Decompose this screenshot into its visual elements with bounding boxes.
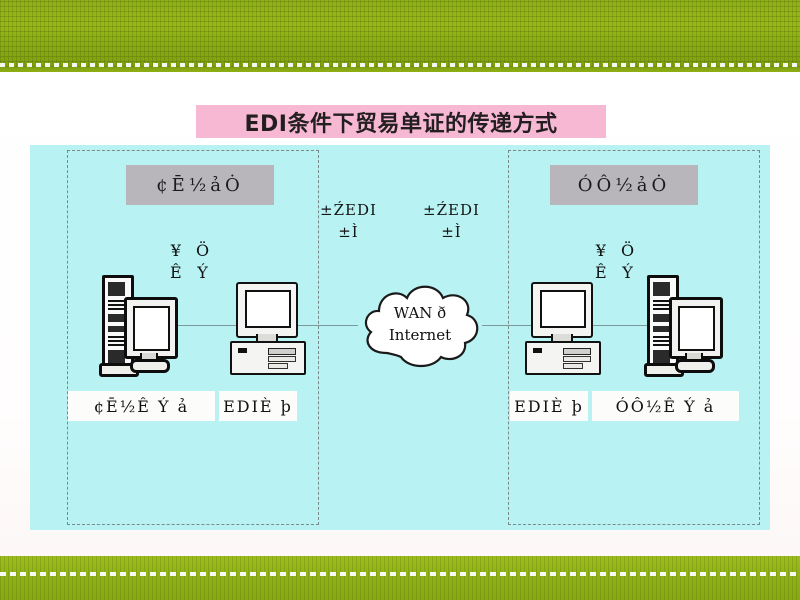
bottom-decorative-band bbox=[0, 556, 800, 600]
caption-chip-left-secondary: EDIÈ þ bbox=[219, 391, 297, 421]
cloud-label-line1: WAN ð bbox=[393, 303, 447, 322]
zone-header-label-right: ÓÔ½ảȮ bbox=[577, 174, 671, 196]
caption-chip-left-primary: ¢Ē½Ê Ý ả bbox=[68, 391, 215, 421]
desktop-monitor-right bbox=[531, 282, 593, 338]
base-indicator bbox=[533, 348, 542, 353]
network-cloud-label: WAN ð Internet bbox=[353, 275, 487, 373]
server-tower-left bbox=[99, 275, 178, 377]
vlabel-left-b-1: Ý bbox=[197, 262, 208, 282]
tower-bay bbox=[108, 314, 125, 322]
flat-monitor-right bbox=[669, 297, 723, 359]
monitor-neck bbox=[256, 334, 278, 341]
zone-box-left bbox=[67, 150, 319, 525]
monitor-foot bbox=[130, 359, 170, 373]
link-line-right-cloud bbox=[482, 325, 540, 326]
link-line-left-inner bbox=[140, 325, 300, 326]
drive-slot bbox=[563, 356, 591, 362]
caption-left-primary-text: ¢Ē½Ê Ý ả bbox=[93, 396, 190, 416]
edi-caption-right-line2: ±Ì bbox=[441, 222, 462, 241]
monitor-screen bbox=[678, 306, 715, 351]
server-tower-right bbox=[644, 275, 723, 377]
drive-slot bbox=[563, 348, 591, 355]
vlabel-right-b-0: Ö bbox=[621, 241, 635, 260]
bottom-band-stitch-line bbox=[0, 572, 800, 576]
vertical-label-right-a: ¥ Ê bbox=[595, 240, 607, 283]
desktop-monitor-left bbox=[236, 282, 298, 338]
vertical-label-left-a: ¥ Ê bbox=[170, 240, 182, 283]
edi-caption-left-line1: ±ŹEDI bbox=[320, 201, 377, 219]
tower-bay bbox=[108, 326, 125, 332]
vlabel-left-a-0: ¥ bbox=[170, 241, 181, 260]
zone-box-right bbox=[508, 150, 760, 525]
desktop-computer-right bbox=[525, 282, 601, 375]
tower-bay bbox=[653, 314, 670, 322]
edi-caption-right-line1: ±ŹEDI bbox=[423, 201, 480, 219]
network-cloud-icon bbox=[364, 285, 479, 368]
edi-caption-left-line2: ±Ì bbox=[338, 222, 359, 241]
zone-header-plate-left: ¢Ē½ảȮ bbox=[126, 165, 274, 205]
tower-bay bbox=[108, 350, 125, 364]
caption-right-secondary-text: EDIÈ þ bbox=[514, 396, 584, 416]
drive-slot bbox=[268, 356, 296, 362]
monitor-screen bbox=[540, 290, 586, 328]
caption-chip-right-secondary: EDIÈ þ bbox=[510, 391, 588, 421]
vlabel-right-b-1: Ý bbox=[622, 262, 633, 282]
drive-slot bbox=[268, 363, 288, 369]
vlabel-left-b-0: Ö bbox=[196, 241, 210, 260]
cloud-label-line2: Internet bbox=[388, 326, 452, 344]
tower-bay bbox=[653, 350, 670, 364]
monitor-foot bbox=[675, 359, 715, 373]
link-line-right-inner bbox=[538, 325, 698, 326]
edi-caption-left: ±ŹEDI ±Ì bbox=[320, 200, 377, 244]
flat-monitor-left bbox=[124, 297, 178, 359]
monitor-screen bbox=[245, 290, 291, 328]
drive-slot bbox=[268, 348, 296, 355]
drive-slot bbox=[563, 363, 583, 369]
tower-vent bbox=[108, 336, 125, 346]
top-band-edge bbox=[0, 67, 800, 72]
diagram-canvas: ¢Ē½ảȮ ÓÔ½ảȮ ±ŹEDI ±Ì ±ŹEDI ±Ì WAN ð Inte… bbox=[30, 145, 770, 530]
monitor-screen bbox=[133, 306, 170, 351]
tower-vent bbox=[653, 300, 670, 310]
slide-title-box: EDI条件下贸易单证的传递方式 bbox=[196, 105, 606, 138]
caption-chip-right-primary: ÓÔ½Ê Ý ả bbox=[592, 391, 739, 421]
tower-vent bbox=[653, 336, 670, 346]
link-line-left-cloud bbox=[298, 325, 358, 326]
zone-header-plate-right: ÓÔ½ảȮ bbox=[550, 165, 698, 205]
top-band-stitch-line bbox=[0, 63, 800, 67]
tower-bay bbox=[108, 282, 125, 296]
tower-bay bbox=[653, 282, 670, 296]
caption-right-primary-text: ÓÔ½Ê Ý ả bbox=[615, 396, 716, 416]
vlabel-right-a-1: Ê bbox=[595, 262, 607, 282]
vertical-label-left-b: Ö Ý bbox=[196, 240, 209, 283]
desktop-base-left bbox=[230, 341, 306, 375]
caption-left-secondary-text: EDIÈ þ bbox=[223, 396, 293, 416]
tower-bay bbox=[653, 326, 670, 332]
monitor-neck bbox=[551, 334, 573, 341]
desktop-computer-left bbox=[230, 282, 306, 375]
top-decorative-band bbox=[0, 0, 800, 72]
network-cloud: WAN ð Internet bbox=[353, 275, 487, 373]
zone-header-label-left: ¢Ē½ảȮ bbox=[156, 174, 244, 196]
slide-title: EDI条件下贸易单证的传递方式 bbox=[244, 111, 558, 137]
vlabel-right-a-0: ¥ bbox=[595, 241, 606, 260]
vlabel-left-a-1: Ê bbox=[170, 262, 182, 282]
vertical-label-right-b: Ö Ý bbox=[621, 240, 634, 283]
base-indicator bbox=[238, 348, 247, 353]
edi-caption-right: ±ŹEDI ±Ì bbox=[423, 200, 480, 244]
desktop-base-right bbox=[525, 341, 601, 375]
tower-vent bbox=[108, 300, 125, 310]
